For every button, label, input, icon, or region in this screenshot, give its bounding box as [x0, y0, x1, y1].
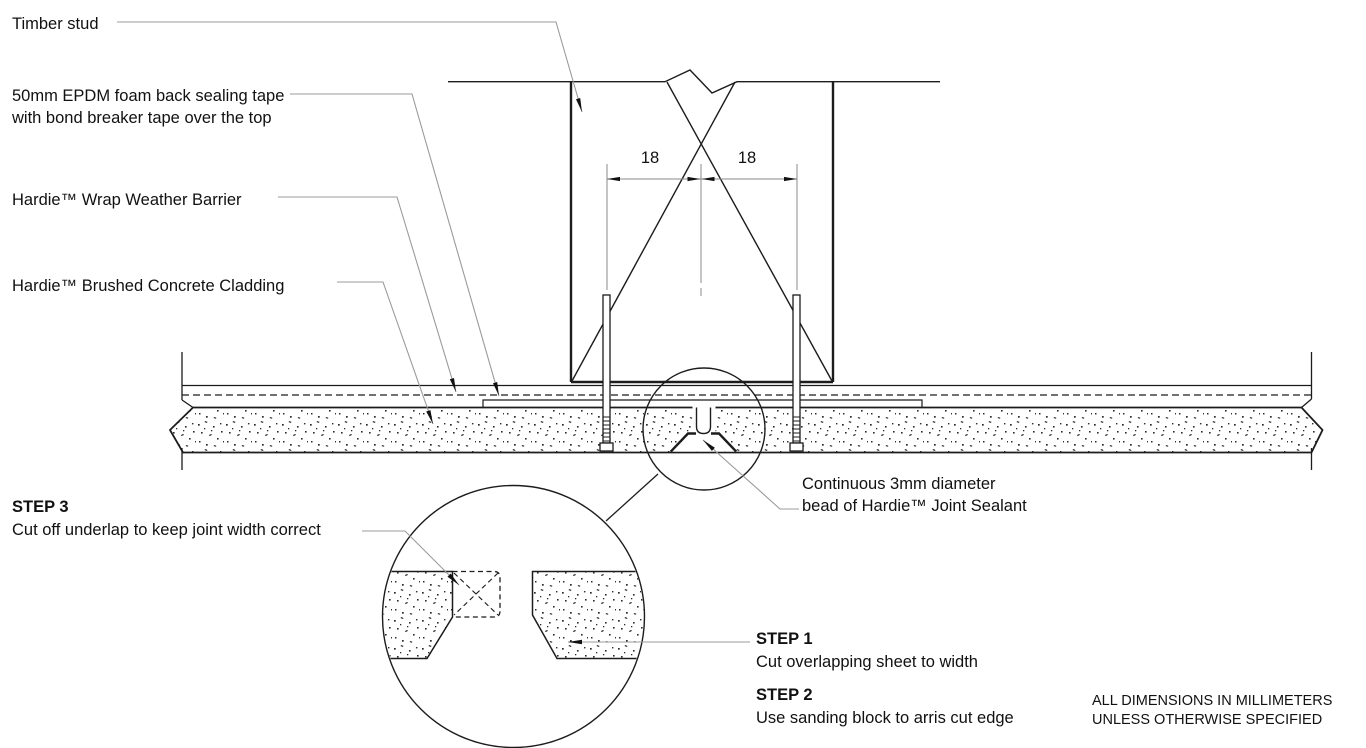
cladding-leader: [337, 281, 434, 425]
step2-text: Use sanding block to arris cut edge: [756, 709, 1014, 727]
sealant-arrow: [703, 440, 715, 451]
step1-arrow: [568, 639, 582, 645]
step1-title: STEP 1: [756, 630, 813, 648]
sealant-bead: [695, 407, 712, 435]
dim-value-left: 18: [640, 149, 660, 167]
dim-arrow-mid-left: [701, 176, 715, 182]
big-detail-contents: [383, 570, 644, 660]
sealant-leader: [702, 439, 799, 510]
sealant-label: Continuous 3mm diameter bead of Hardie™ …: [802, 475, 1027, 515]
units-note: ALL DIMENSIONS IN MILLIMETERS UNLESS OTH…: [1092, 692, 1348, 730]
stud-cross-brace-b: [571, 81, 736, 382]
timber-stud-label: Timber stud: [12, 15, 99, 33]
step3-text: Cut off underlap to keep joint width cor…: [12, 521, 321, 539]
step3-title: STEP 3: [12, 498, 69, 516]
left-fastener: [599, 294, 614, 452]
joint-detail: [669, 406, 738, 453]
fasteners: [599, 294, 804, 452]
left-break-line: [181, 352, 194, 470]
left-arris-edge: [669, 432, 696, 453]
top-plate-line-with-break: [448, 69, 940, 94]
units-note-line1: ALL DIMENSIONS IN MILLIMETERS: [1092, 693, 1333, 709]
step3-arrow: [447, 573, 459, 585]
timber-stud-leader: [117, 21, 583, 113]
timber-stud-arrow: [576, 98, 582, 112]
wrap-leader: [278, 196, 457, 393]
stud-cross-brace-a: [666, 81, 833, 382]
cutoff-dashed-x: [453, 572, 499, 616]
dim-value-right: 18: [737, 149, 757, 167]
right-fastener: [789, 294, 804, 452]
cutoff-dashed-outline: [452, 570, 501, 618]
leaders: [117, 21, 799, 643]
dimension-lines: [606, 164, 798, 296]
timber-stud-elevation: [448, 69, 940, 384]
epdm-leader: [290, 93, 500, 397]
right-arris-edge: [711, 432, 738, 453]
wrap-arrow: [449, 378, 456, 392]
epdm-tape-label: 50mm EPDM foam back sealing tape with bo…: [12, 87, 285, 127]
small-detail-circle: [642, 367, 766, 491]
right-break-line: [1301, 352, 1313, 470]
epdm-arrow: [493, 382, 499, 396]
detail-connector-line: [605, 473, 659, 522]
step3-leader: [362, 530, 460, 586]
dim-arrow-right: [784, 176, 797, 182]
dim-arrow-mid-right: [687, 176, 701, 182]
weather-barrier-label: Hardie™ Wrap Weather Barrier: [12, 191, 242, 209]
epdm-tape-section: [482, 399, 923, 408]
cladding-label: Hardie™ Brushed Concrete Cladding: [12, 277, 285, 295]
dim-arrow-left: [607, 176, 620, 182]
cladding-arrow: [426, 410, 433, 424]
units-note-line2: UNLESS OTHERWISE SPECIFIED: [1092, 712, 1323, 728]
leader-arrowheads: [426, 98, 715, 645]
cladding-band: [168, 406, 1324, 454]
underlap-sheet: [383, 570, 454, 660]
stud-outline: [569, 82, 835, 384]
dimension-18-18: [606, 164, 798, 296]
step1-text: Cut overlapping sheet to width: [756, 653, 978, 671]
step2-title: STEP 2: [756, 686, 813, 704]
wall-assembly: [168, 352, 1324, 470]
